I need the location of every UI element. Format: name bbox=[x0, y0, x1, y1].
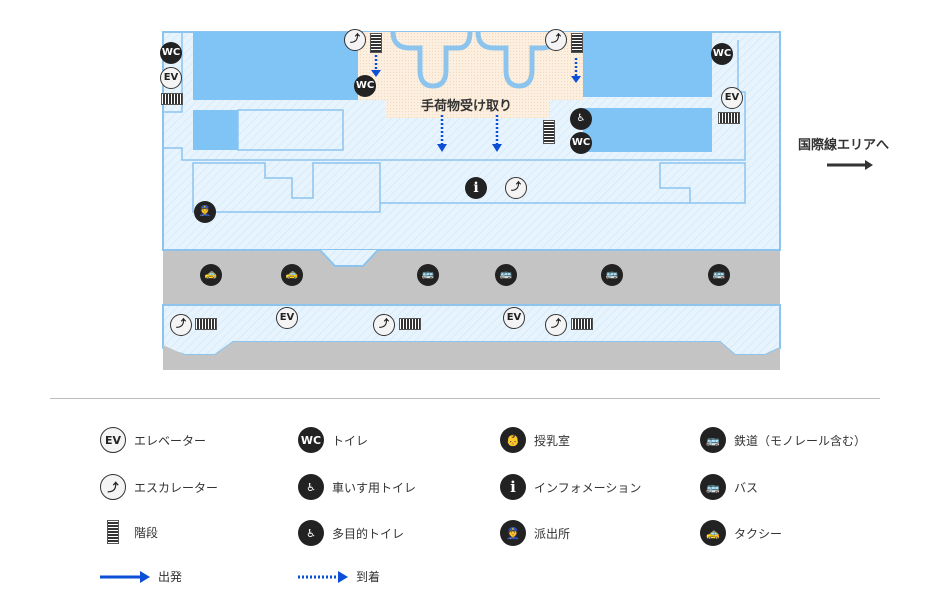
legend-label: エレベーター bbox=[134, 433, 207, 448]
legend-label: 多目的トイレ bbox=[332, 526, 405, 541]
legend-label: エスカレーター bbox=[134, 480, 219, 495]
bus-icon[interactable]: 🚌 bbox=[708, 264, 730, 286]
bus-icon: 🚌 bbox=[700, 474, 726, 500]
legend-item-taxi: 🚕 タクシー bbox=[700, 520, 782, 546]
legend-item-multipurpose-toilet: ♿ 多目的トイレ bbox=[298, 520, 404, 546]
legend-label: 授乳室 bbox=[534, 433, 571, 448]
information-icon: i bbox=[500, 474, 526, 500]
departure-arrow-icon bbox=[100, 570, 150, 583]
international-area-label[interactable]: 国際線エリアへ bbox=[798, 138, 890, 153]
legend-label: 車いす用トイレ bbox=[332, 480, 417, 495]
railway-icon: 🚌 bbox=[700, 427, 726, 453]
taxi-icon: 🚕 bbox=[700, 520, 726, 546]
baggage-claim-label: 手荷物受け取り bbox=[421, 99, 513, 114]
multipurpose-toilet-icon: ♿ bbox=[298, 520, 324, 546]
floor-map bbox=[162, 31, 781, 370]
legend-item-bus: 🚌 バス bbox=[700, 474, 758, 500]
baggage-claim-area bbox=[358, 32, 583, 118]
legend-item-elevator: EV エレベーター bbox=[100, 427, 206, 453]
escalator-icon[interactable]: ⤴ bbox=[344, 29, 366, 51]
stairs-icon bbox=[161, 93, 183, 105]
elevator-icon[interactable]: EV bbox=[160, 67, 182, 89]
stairs-icon bbox=[571, 318, 593, 330]
legend-item-nursing-room: 👶 授乳室 bbox=[500, 427, 570, 453]
stairs-icon bbox=[370, 33, 382, 53]
legend-item-arrival: 到着 bbox=[298, 568, 380, 585]
escalator-icon[interactable]: ⤴ bbox=[545, 29, 567, 51]
elevator-icon[interactable]: EV bbox=[503, 307, 525, 329]
legend-label: タクシー bbox=[734, 526, 783, 541]
toilet-icon[interactable]: WC bbox=[160, 42, 182, 64]
shop-block bbox=[583, 32, 712, 97]
stairs-icon bbox=[718, 112, 740, 124]
police-box-icon: 👮 bbox=[500, 520, 526, 546]
legend-item-railway: 🚌 鉄道（モノレール含む） bbox=[700, 427, 866, 453]
legend-item-toilet: WC トイレ bbox=[298, 427, 368, 453]
shop-block bbox=[193, 32, 358, 100]
arrival-arrows bbox=[374, 55, 578, 145]
arrival-arrow-icon bbox=[298, 570, 348, 583]
toilet-icon[interactable]: WC bbox=[570, 132, 592, 154]
elevator-icon: EV bbox=[100, 427, 126, 453]
shop-block bbox=[193, 110, 238, 150]
taxi-icon[interactable]: 🚕 bbox=[200, 264, 222, 286]
escalator-icon[interactable]: ⤴ bbox=[170, 314, 192, 336]
international-arrow-icon bbox=[827, 160, 873, 170]
multipurpose-toilet-icon[interactable]: ♿ bbox=[570, 108, 592, 130]
shop-block bbox=[583, 108, 712, 152]
legend-label: 到着 bbox=[356, 570, 381, 584]
escalator-icon[interactable]: ⤴ bbox=[505, 177, 527, 199]
taxi-icon[interactable]: 🚕 bbox=[281, 264, 303, 286]
stairs-icon bbox=[107, 520, 119, 544]
legend-label: バス bbox=[734, 480, 759, 495]
stairs-icon bbox=[571, 33, 583, 53]
toilet-icon: WC bbox=[298, 427, 324, 453]
stairs-icon bbox=[195, 318, 217, 330]
information-icon[interactable]: i bbox=[465, 177, 487, 199]
elevator-icon[interactable]: EV bbox=[276, 307, 298, 329]
legend-item-police-box: 👮 派出所 bbox=[500, 520, 570, 546]
elevator-icon[interactable]: EV bbox=[721, 87, 743, 109]
road-lane bbox=[163, 250, 780, 305]
legend-label: 鉄道（モノレール含む） bbox=[734, 433, 867, 448]
stairs-icon bbox=[543, 120, 555, 144]
legend-item-escalator: ⤴ エスカレーター bbox=[100, 474, 218, 500]
escalator-icon[interactable]: ⤴ bbox=[373, 314, 395, 336]
legend-item-information: i インフォメーション bbox=[500, 474, 641, 500]
bus-icon[interactable]: 🚌 bbox=[601, 264, 623, 286]
legend-label: トイレ bbox=[332, 433, 369, 448]
stairs-icon bbox=[399, 318, 421, 330]
legend-label: 出発 bbox=[158, 570, 183, 584]
toilet-icon[interactable]: WC bbox=[354, 75, 376, 97]
bus-icon[interactable]: 🚌 bbox=[495, 264, 517, 286]
legend-label: 階段 bbox=[134, 525, 159, 540]
toilet-icon[interactable]: WC bbox=[711, 43, 733, 65]
legend-label: 派出所 bbox=[534, 526, 571, 541]
bus-icon[interactable]: 🚌 bbox=[417, 264, 439, 286]
legend-item-wheelchair-toilet: ♿ 車いす用トイレ bbox=[298, 474, 416, 500]
wheelchair-toilet-icon: ♿ bbox=[298, 474, 324, 500]
police-box-icon[interactable]: 👮 bbox=[194, 201, 216, 223]
escalator-icon: ⤴ bbox=[100, 474, 126, 500]
legend-item-stairs: 階段 bbox=[100, 520, 158, 544]
nursing-room-icon: 👶 bbox=[500, 427, 526, 453]
escalator-icon[interactable]: ⤴ bbox=[545, 314, 567, 336]
legend-item-departure: 出発 bbox=[100, 568, 182, 585]
divider bbox=[50, 398, 880, 399]
legend-label: インフォメーション bbox=[534, 480, 642, 495]
